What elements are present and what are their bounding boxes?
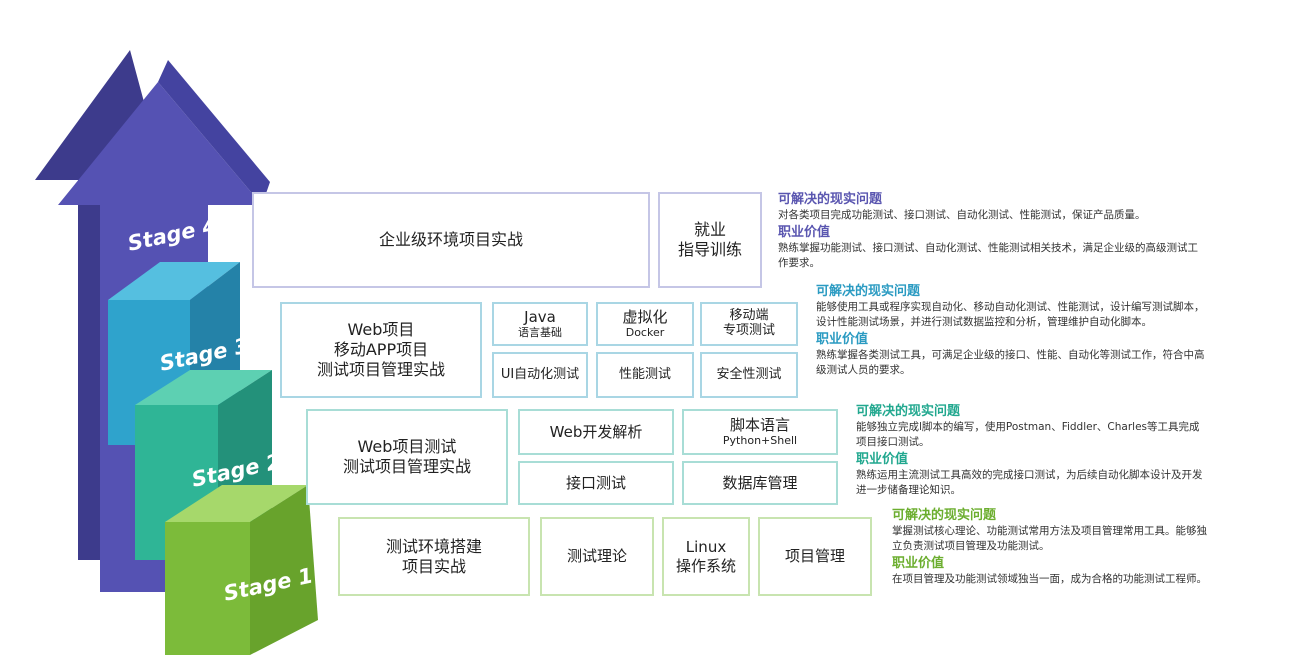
stage-4-problem-title: 可解决的现实问题: [778, 192, 883, 207]
box-api-testing: 接口测试: [518, 461, 674, 505]
stage-3-problem-text: 能够使用工具或程序实现自动化、移动自动化测试、性能测试，设计编写测试脚本，设计性…: [816, 301, 1205, 328]
box-web-dev-analysis: Web开发解析: [518, 409, 674, 455]
stage-3-problem-title: 可解决的现实问题: [816, 284, 921, 299]
box-virtualization: 虚拟化 Docker: [596, 302, 694, 346]
box-performance-testing: 性能测试: [596, 352, 694, 398]
stage-4-value-title: 职业价值: [778, 225, 831, 240]
box-web-project-testing: Web项目测试 测试项目管理实战: [306, 409, 508, 505]
stairs-arrow-graphic: [35, 50, 318, 655]
stage-2-value-text: 熟练运用主流测试工具高效的完成接口测试，为后续自动化脚本设计及开发进一步储备理论…: [856, 469, 1203, 496]
box-security-testing: 安全性测试: [700, 352, 798, 398]
box-test-environment: 测试环境搭建 项目实战: [338, 517, 530, 596]
box-ui-automation: UI自动化测试: [492, 352, 588, 398]
step2-top: [135, 370, 272, 405]
arrow-right-side: [158, 60, 270, 205]
stage-3-value-text: 熟练掌握各类测试工具，可满足企业级的接口、性能、自动化等测试工作，符合中高级测试…: [816, 349, 1205, 376]
stage-4-value-text: 熟练掌握功能测试、接口测试、自动化测试、性能测试相关技术，满足企业级的高级测试工…: [778, 242, 1198, 269]
box-mobile-testing: 移动端 专项测试: [700, 302, 798, 346]
box-database-management: 数据库管理: [682, 461, 838, 505]
stage-4-description: 可解决的现实问题 对各类项目完成功能测试、接口测试、自动化测试、性能测试，保证产…: [778, 192, 1208, 273]
stage-1-value-text: 在项目管理及功能测试领域独当一面，成为合格的功能测试工程师。: [892, 573, 1207, 585]
box-test-theory: 测试理论: [540, 517, 654, 596]
stage-2-problem-text: 能够独立完成l脚本的编写，使用Postman、Fiddler、Charles等工…: [856, 421, 1200, 448]
stage-2-value-title: 职业价值: [856, 452, 909, 467]
step3-top: [108, 262, 240, 300]
stage-1-value-title: 职业价值: [892, 556, 945, 571]
stage-4-problem-text: 对各类项目完成功能测试、接口测试、自动化测试、性能测试，保证产品质量。: [778, 209, 1146, 221]
box-project-management: 项目管理: [758, 517, 872, 596]
step1-front: [165, 522, 250, 655]
stage-3-value-title: 职业价值: [816, 332, 869, 347]
box-employment-guidance: 就业 指导训练: [658, 192, 762, 288]
box-linux-os: Linux 操作系统: [662, 517, 750, 596]
box-web-app-project: Web项目 移动APP项目 测试项目管理实战: [280, 302, 482, 398]
box-enterprise-project: 企业级环境项目实战: [252, 192, 650, 288]
box-script-language: 脚本语言 Python+Shell: [682, 409, 838, 455]
stage-2-problem-title: 可解决的现实问题: [856, 404, 961, 419]
stage-1-problem-text: 掌握测试核心理论、功能测试常用方法及项目管理常用工具。能够独立负责测试项目管理及…: [892, 525, 1207, 552]
box-java-basics: Java 语言基础: [492, 302, 588, 346]
stage-2-description: 可解决的现实问题 能够独立完成l脚本的编写，使用Postman、Fiddler、…: [856, 404, 1208, 500]
stage-1-problem-title: 可解决的现实问题: [892, 508, 997, 523]
step1-side: [250, 485, 318, 655]
stage-1-description: 可解决的现实问题 掌握测试核心理论、功能测试常用方法及项目管理常用工具。能够独立…: [892, 508, 1208, 589]
stage-3-description: 可解决的现实问题 能够使用工具或程序实现自动化、移动自动化测试、性能测试，设计编…: [816, 284, 1208, 380]
step1-top: [165, 485, 308, 522]
